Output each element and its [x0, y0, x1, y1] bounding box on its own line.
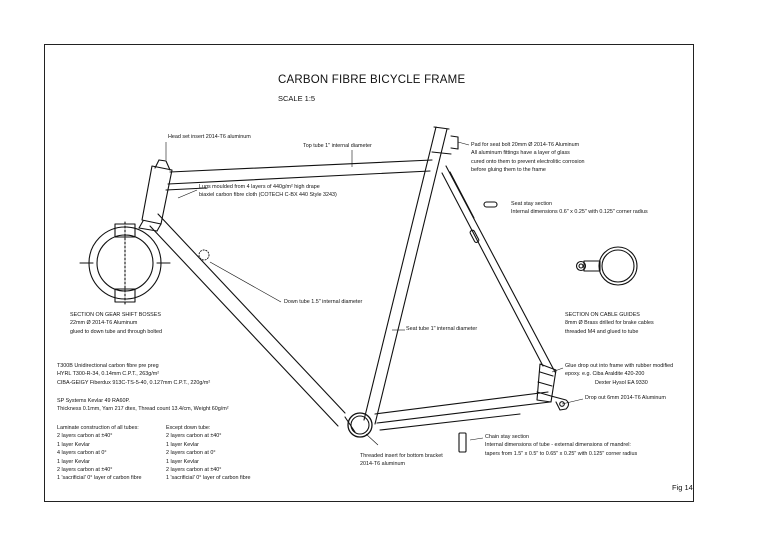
- laminate-all-tubes: Laminate construction of all tubes: 2 la…: [57, 425, 142, 482]
- seat-stay-section-icon: [483, 201, 498, 208]
- glue-dropout-note: Glue drop out into frame with rubber mod…: [565, 363, 674, 386]
- figure-number: Fig 14: [672, 483, 693, 492]
- kevlar-note: SP Systems Kevlar 49 RA60P. Thickness 0.…: [57, 398, 229, 413]
- seat-stay: [441, 165, 556, 373]
- top-tube-label: Top tube 1" internal diameter: [303, 143, 372, 149]
- top-tube: [165, 159, 433, 191]
- laminate-down-tube: Except down tube: 2 layers carbon at ±40…: [166, 425, 251, 482]
- seat-tube: [363, 126, 459, 425]
- chain-stay: [374, 391, 551, 431]
- seat-stay-section-note: Seat stay section Internal dimensions 0.…: [511, 201, 648, 216]
- drawing-scale: SCALE 1:5: [278, 94, 316, 103]
- bottom-bracket: [344, 412, 373, 438]
- gear-boss-section-detail: [79, 221, 171, 305]
- lugs-note: Lugs moulded from 4 layers of 440g/m² hi…: [199, 184, 337, 199]
- seat-tube-label: Seat tube 1" internal diameter: [406, 326, 478, 332]
- dropout: [536, 363, 570, 411]
- down-tube-label: Down tube 1.5" internal diameter: [284, 299, 363, 305]
- chain-stay-section-icon: [458, 432, 467, 453]
- cable-guide-section-detail: [575, 246, 638, 286]
- down-tube: [149, 213, 346, 427]
- head-set-insert-label: Head set insert 2014-T6 aluminum: [168, 134, 251, 140]
- head-tube: [138, 159, 173, 232]
- gear-boss-section-note: SECTION ON GEAR SHIFT BOSSES 22mm Ø 2014…: [70, 312, 163, 335]
- bottom-bracket-note: Threaded insert for bottom bracket 2014-…: [360, 453, 443, 468]
- drawing-border: [44, 44, 694, 502]
- leader-lines: [165, 141, 584, 446]
- drawing-title: CARBON FIBRE BICYCLE FRAME: [278, 74, 466, 86]
- cable-guide-section-note: SECTION ON CABLE GUIDES 8mm Ø Brass dril…: [565, 312, 654, 335]
- materials-note: T300B Unidirectional carbon fibre pre pr…: [57, 363, 211, 386]
- drop-out-label: Drop out 6mm 2014-T6 Aluminum: [585, 395, 666, 401]
- seat-pad-note: Pad for seat bolt 20mm Ø 2014-T6 Aluminu…: [471, 142, 585, 174]
- chain-stay-section-note: Chain stay section Internal dimensions o…: [485, 434, 638, 457]
